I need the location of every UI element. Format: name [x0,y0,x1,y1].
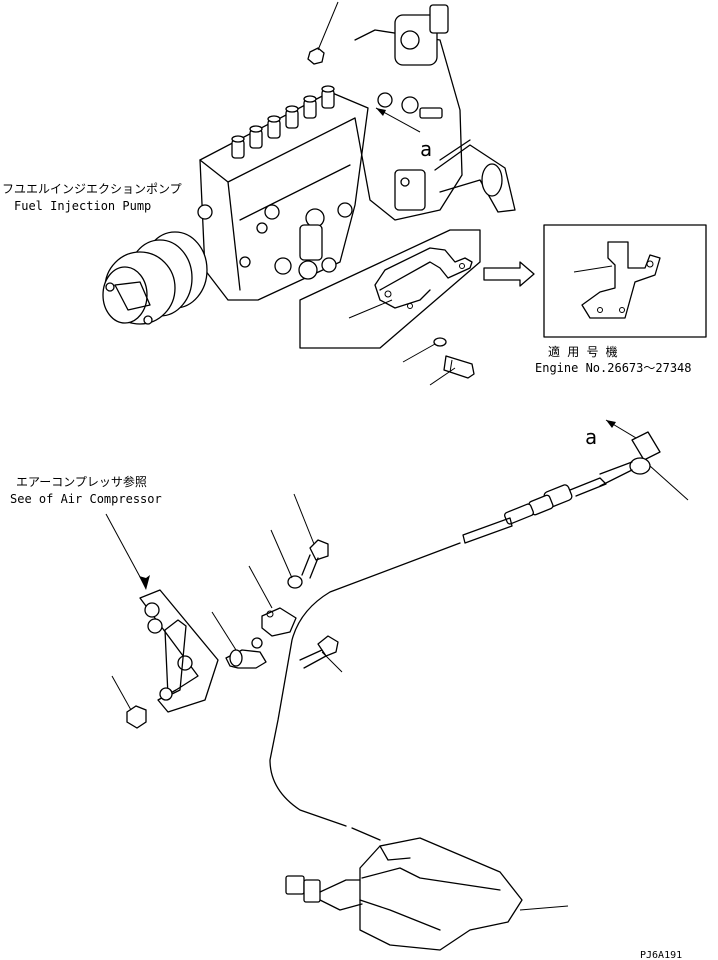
fuel-injection-pump [102,1,516,325]
accelerator-pedal [285,837,569,951]
engine-serial-label: Engine No.26673～27348 [535,361,692,375]
fuel-pump-label-jp: フユエルインジエクションポンプ [2,182,182,196]
throttle-cable [269,542,461,827]
delivery-valves [231,85,335,159]
washer-icon [433,337,447,347]
drawing-code: PJ6A191 [640,950,682,960]
arrow-a-pointer [605,419,637,439]
cable-end-fitting [462,431,689,544]
air-comp-label-en: See of Air Compressor [10,492,162,506]
fuel-pump-label-en: Fuel Injection Pump [14,199,151,213]
bolt-icon [443,355,475,379]
cable-clamp [211,565,297,669]
drive-coupling [102,231,208,325]
lever-bracket [111,589,219,729]
inset-box [543,224,707,338]
air-comp-label-jp: エアーコンプレッサ参照 [16,474,147,489]
applicable-label-jp: 適 用 号 機 [548,344,618,359]
bracket-frame [299,229,481,349]
view-a-label-top: a [420,137,432,161]
view-a-label-right: a [585,425,597,449]
bolt-icon [299,635,339,669]
washer-icon [287,575,303,589]
arrow-right-icon [483,261,535,287]
governor-assembly [354,4,516,221]
bolt-icon [301,539,329,579]
